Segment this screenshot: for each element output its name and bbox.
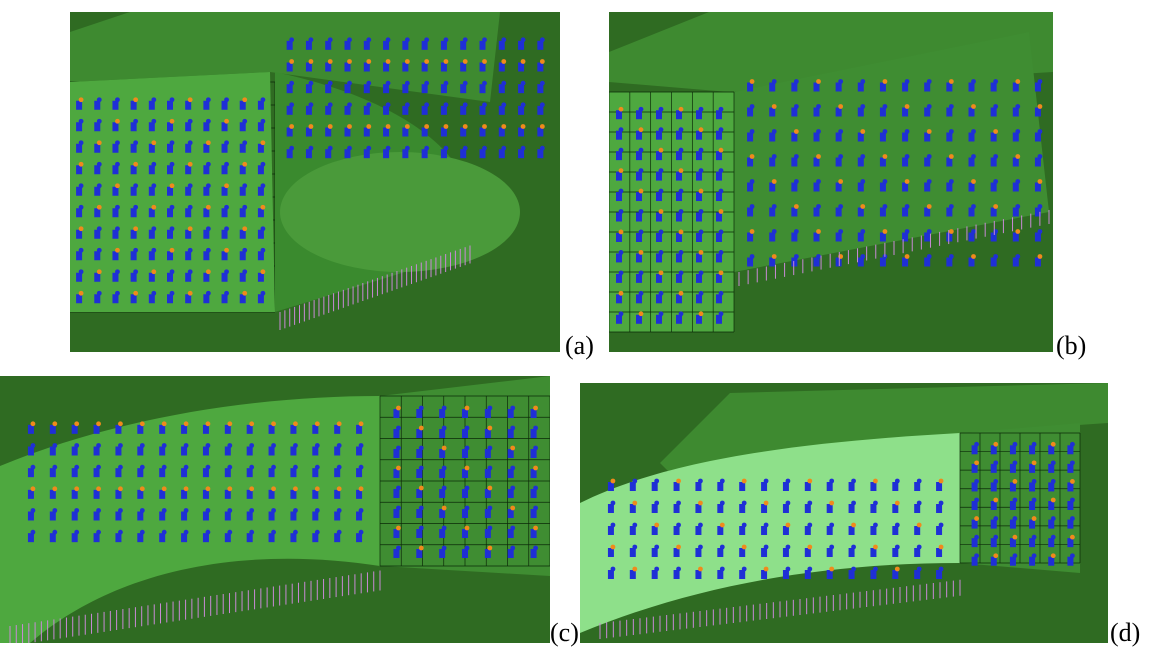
markers-d <box>607 441 1075 579</box>
panel-a-mesh-render <box>70 12 560 352</box>
markers-b <box>616 79 1043 324</box>
panel-a-image <box>70 12 560 352</box>
load-arrows-d <box>599 579 961 639</box>
panel-d-image <box>580 383 1108 643</box>
load-arrows-c <box>9 570 381 643</box>
panel-d-mesh-render <box>580 383 1108 643</box>
panel-b-image <box>609 12 1053 352</box>
panel-c-mesh-render <box>0 376 550 643</box>
panel-b-label: (b) <box>1056 331 1087 360</box>
panel-c-label: (c) <box>550 618 579 647</box>
markers-c <box>27 405 538 558</box>
mesh-lines-b <box>609 91 735 333</box>
mesh-lines-d <box>959 432 1081 564</box>
markers-a <box>76 37 545 304</box>
load-arrows-b <box>738 210 1050 286</box>
panel-a-label: (a) <box>565 331 594 360</box>
panel-b-mesh-render <box>609 12 1053 352</box>
panel-c-image <box>0 376 550 643</box>
panel-d-label: (d) <box>1110 618 1141 647</box>
load-arrows-a <box>279 245 471 330</box>
